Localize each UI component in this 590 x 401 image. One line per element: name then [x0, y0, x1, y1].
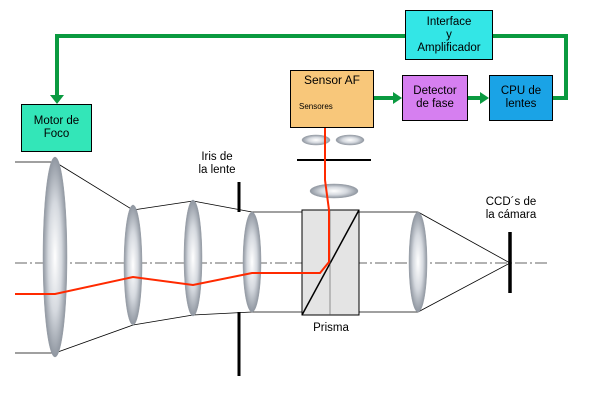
iris-label: Iris de la lente: [187, 151, 247, 177]
af-sensor-box: Sensor AF Sensores: [290, 70, 374, 128]
cpu-line-2: lentes: [505, 98, 537, 110]
af-sensors-label: Sensores: [299, 102, 333, 111]
lens-group: [42, 134, 428, 358]
af-lens-b: [335, 134, 365, 146]
arrowhead-detector: [393, 92, 402, 104]
phase-detector-box: Detector de fase: [402, 75, 468, 121]
prism-label: Prisma: [313, 322, 349, 334]
connector-cpu-to-interface: [493, 34, 568, 100]
arrowhead-cpu: [480, 92, 489, 104]
lens-1: [42, 156, 68, 358]
connector-arrowheads: [50, 92, 489, 104]
lens-4: [242, 211, 262, 313]
lens-2: [123, 204, 143, 326]
interface-amplifier-box: Interface y Amplificador: [405, 10, 493, 60]
ccd-label-line-1: CCD´s de: [485, 196, 537, 208]
af-lens-a: [301, 134, 331, 146]
feedback-connectors: [55, 34, 568, 100]
motor-line-1: Motor de: [33, 115, 80, 127]
interface-line-2: y: [446, 28, 452, 41]
ray-envelope: [15, 161, 511, 354]
arrowhead-motor: [50, 95, 64, 104]
motor-line-2: Foco: [43, 128, 70, 140]
af-lens-c: [309, 183, 359, 199]
cpu-line-1: CPU de: [500, 85, 542, 97]
lens-5: [408, 211, 428, 313]
light-ray: [15, 115, 330, 295]
prism: [301, 209, 360, 316]
focus-motor-box: Motor de Foco: [21, 104, 92, 152]
af-sensor-title: Sensor AF: [303, 73, 361, 87]
interface-line-3: Amplificador: [417, 41, 481, 54]
ccd-label: CCD´s de la cámara: [476, 196, 546, 222]
connector-interface-to-motor: [55, 34, 405, 96]
lens-3: [183, 199, 203, 317]
ccd-label-line-2: la cámara: [485, 209, 537, 221]
detector-line-1: Detector: [413, 85, 457, 97]
iris-label-line-2: la lente: [198, 164, 236, 176]
lens-cpu-box: CPU de lentes: [489, 75, 553, 121]
iris-label-line-1: Iris de: [201, 151, 233, 163]
interface-line-1: Interface: [426, 15, 472, 28]
detector-line-2: de fase: [416, 98, 454, 110]
